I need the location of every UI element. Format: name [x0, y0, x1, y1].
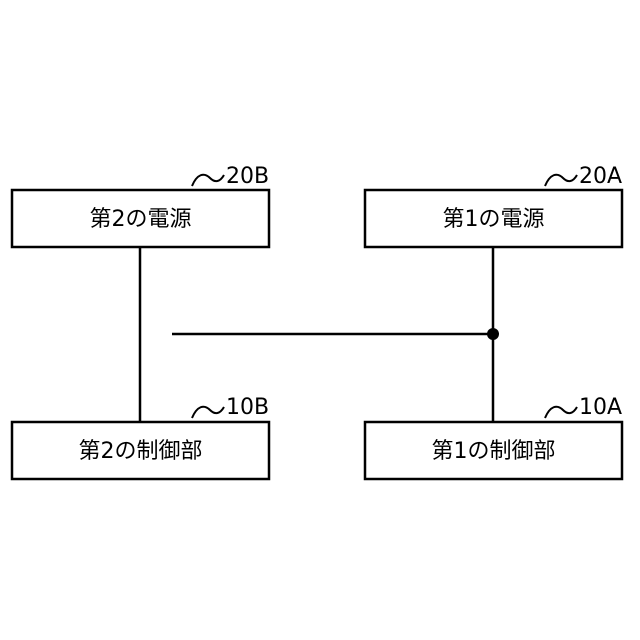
ref-10a-label: 10A [579, 395, 622, 420]
ref-10a-leader [545, 407, 577, 418]
ref-20b: 20B [192, 164, 269, 189]
junction-dot [487, 328, 499, 340]
ref-10b-label: 10B [226, 395, 269, 420]
block-power-1-label: 第1の電源 [443, 207, 545, 232]
block-power-2-label: 第2の電源 [90, 207, 192, 232]
block-power-2: 第2の電源 [12, 190, 269, 247]
ref-20b-label: 20B [226, 164, 269, 189]
ref-20a-leader [545, 175, 577, 186]
ref-10b-leader [192, 407, 224, 418]
ref-20a: 20A [545, 164, 622, 189]
ref-10a: 10A [545, 395, 622, 420]
ref-20a-label: 20A [579, 164, 622, 189]
block-control-1-label: 第1の制御部 [432, 439, 556, 464]
ref-10b: 10B [192, 395, 269, 420]
block-control-1: 第1の制御部 [365, 422, 622, 479]
ref-20b-leader [192, 175, 224, 186]
block-control-2-label: 第2の制御部 [79, 439, 203, 464]
block-control-2: 第2の制御部 [12, 422, 269, 479]
block-power-1: 第1の電源 [365, 190, 622, 247]
